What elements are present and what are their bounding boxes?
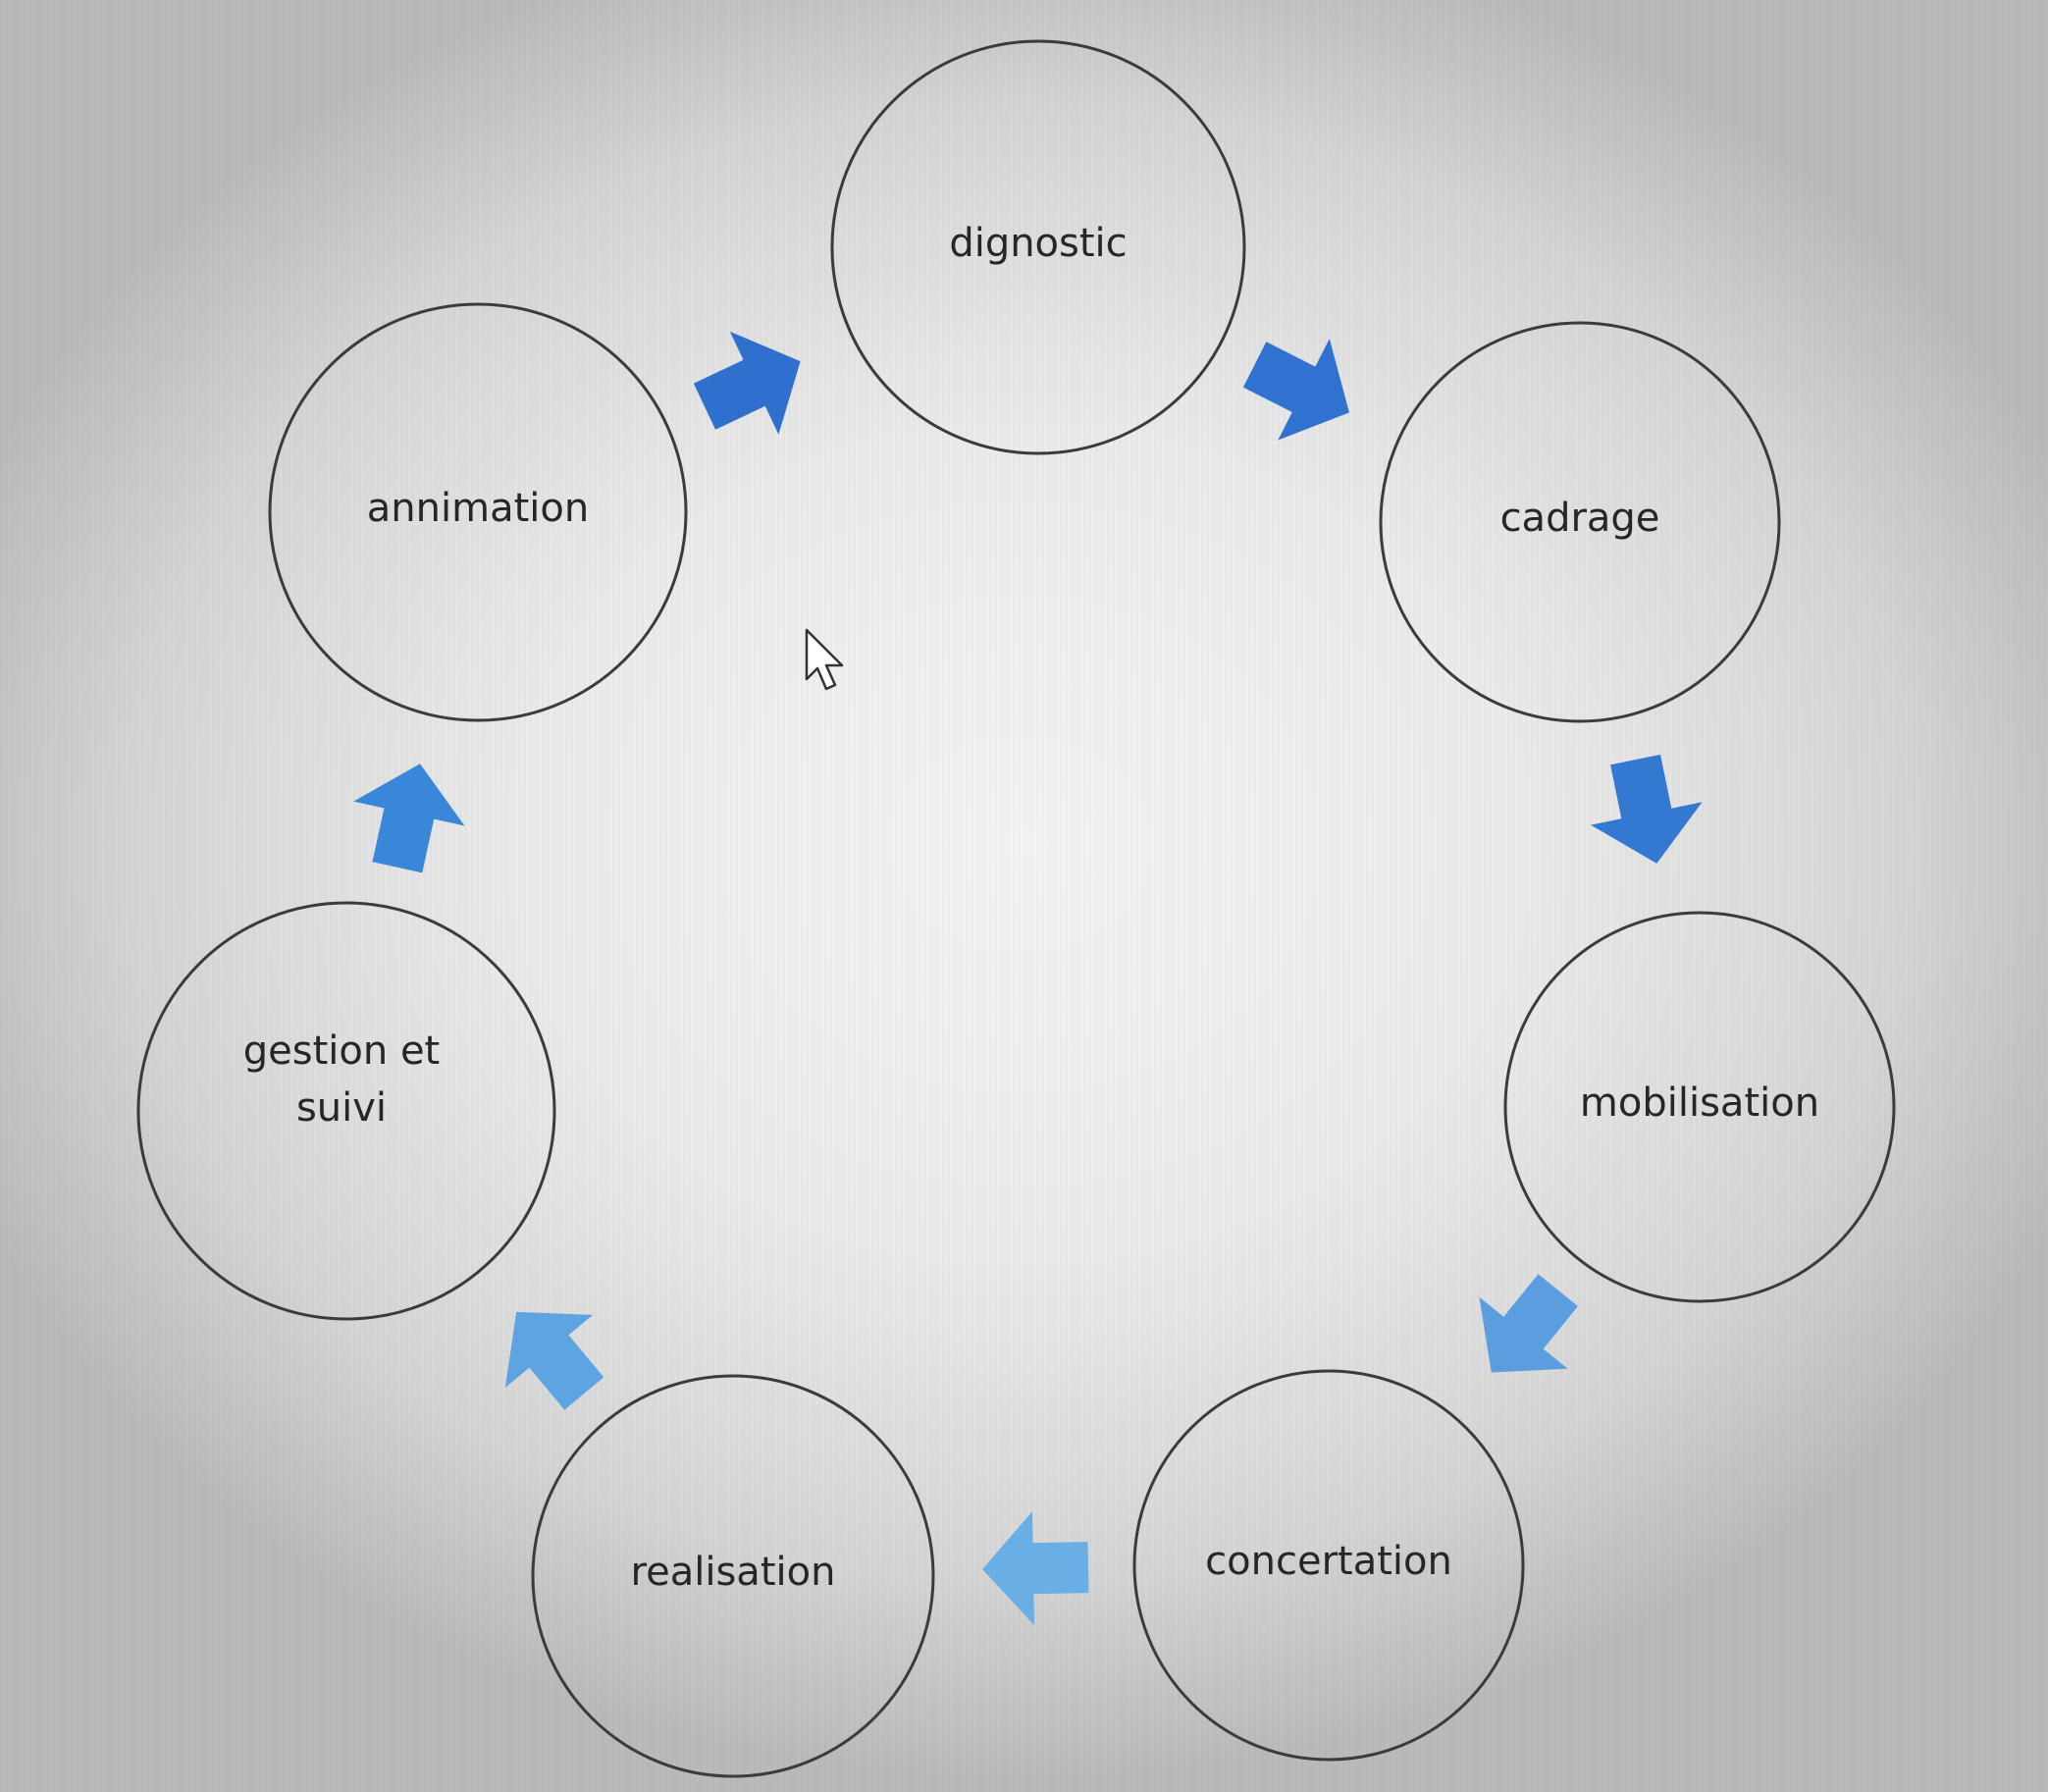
arrow-concertation-to-realisation <box>982 1511 1089 1626</box>
node-circle <box>136 901 556 1321</box>
nodes-layer: dignostic cadrage mobilisation concertation… <box>136 39 1896 1778</box>
node-circle <box>830 39 1246 455</box>
arrow-dignostic-to-cadrage <box>1242 339 1349 441</box>
node-label: concertation <box>1205 1539 1452 1584</box>
node-concertation: concertation <box>1132 1369 1525 1762</box>
node-circle <box>268 302 688 722</box>
node-circle <box>531 1374 935 1778</box>
node-label: suivi <box>296 1085 387 1131</box>
node-label: mobilisation <box>1580 1080 1819 1126</box>
node-label: dignostic <box>949 221 1127 266</box>
node-circle <box>1503 911 1896 1303</box>
arrow-annimation-to-dignostic <box>693 331 801 435</box>
node-realisation: realisation <box>531 1374 935 1778</box>
node-circle <box>1132 1369 1525 1762</box>
node-gestion-et-suivi: gestion et suivi <box>136 901 556 1321</box>
arrow-gestion-et-suivi-to-annimation <box>353 764 465 873</box>
node-mobilisation: mobilisation <box>1503 911 1896 1303</box>
arrow-realisation-to-gestion-et-suivi <box>504 1311 604 1410</box>
arrow-cadrage-to-mobilisation <box>1590 754 1703 864</box>
node-label: realisation <box>631 1550 836 1595</box>
arrow-mobilisation-to-concertation <box>1479 1274 1578 1373</box>
node-annimation: annimation <box>268 302 688 722</box>
mouse-pointer-icon <box>805 628 844 691</box>
node-cadrage: cadrage <box>1379 321 1781 723</box>
node-circle <box>1379 321 1781 723</box>
arrows-layer <box>353 331 1703 1626</box>
node-dignostic: dignostic <box>830 39 1246 455</box>
node-label: gestion et <box>243 1028 440 1074</box>
node-label: annimation <box>367 486 589 531</box>
node-label: cadrage <box>1500 496 1660 541</box>
